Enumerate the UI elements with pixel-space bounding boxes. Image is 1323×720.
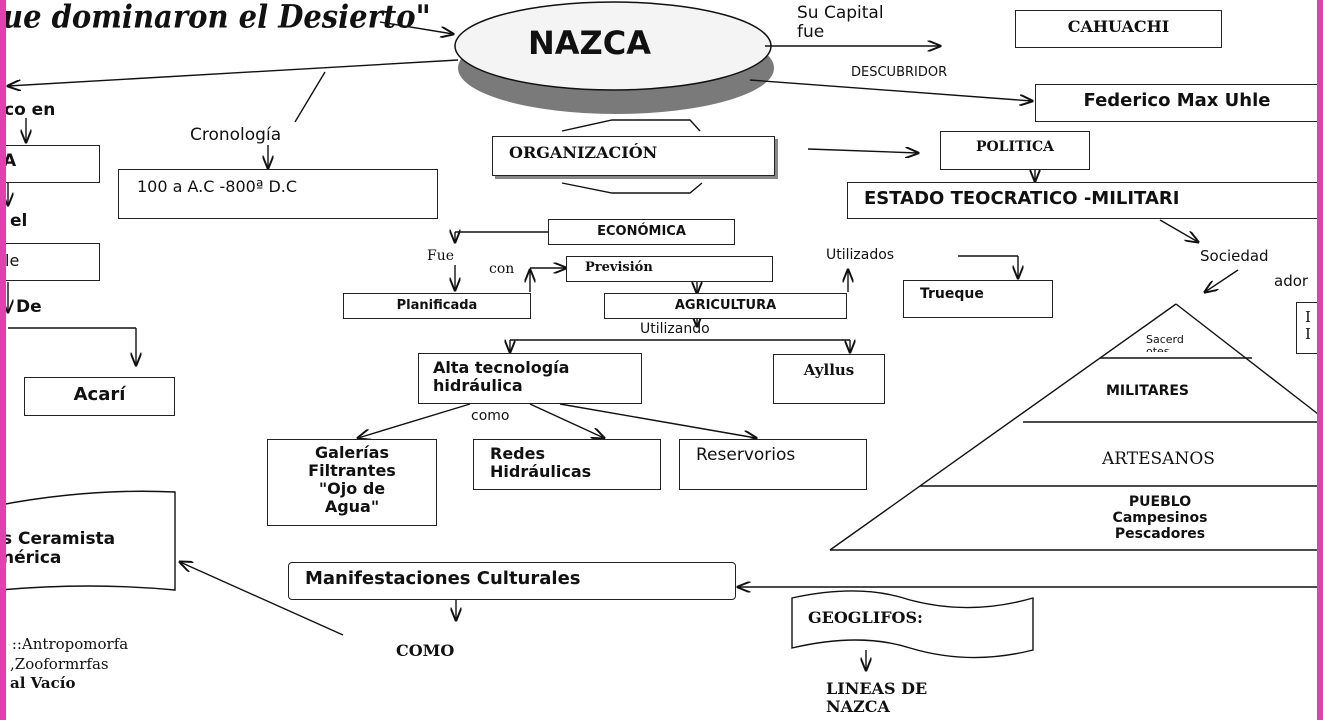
politica-box: POLITICA	[940, 131, 1090, 170]
trueque-box: Trueque	[903, 280, 1053, 318]
como-label: como	[471, 408, 510, 424]
estado-label: ESTADO TEOCRATICO -MILITARI	[864, 188, 1180, 209]
left-text-2: A	[3, 151, 17, 171]
discoverer-value: Federico Max Uhle	[1083, 90, 1271, 111]
adore-label: ador	[1274, 272, 1309, 290]
fue-label: Fue	[427, 248, 455, 264]
right-partial-box: I I	[1296, 302, 1323, 354]
chronology-box: 100 a A.C -800ª D.C	[118, 169, 438, 219]
left-text-1: co en	[4, 100, 56, 120]
sociedad-label: Sociedad	[1200, 247, 1269, 265]
tech-box: Alta tecnología hidráulica	[418, 353, 642, 404]
economica-label: ECONÓMICA	[597, 224, 686, 239]
capital-box: CAHUACHI	[1015, 10, 1222, 48]
utilizando-label: Utilizando	[640, 321, 710, 337]
reservorios-box: Reservorios	[679, 439, 867, 490]
capital-value: CAHUACHI	[1067, 17, 1170, 36]
culture-como: COMO	[396, 641, 455, 660]
map-title: ue dominaron el Desierto"	[2, 0, 431, 36]
geoglifos-label: GEOGLIFOS:	[808, 608, 923, 627]
lineas-label: LINEAS DE NAZCA	[826, 679, 928, 717]
chronology-label: Cronología	[190, 125, 282, 145]
pyramid-militares: MILITARES	[1106, 383, 1189, 399]
reservorios-label: Reservorios	[696, 445, 796, 465]
discoverer-label: DESCUBRIDOR	[851, 65, 948, 80]
style-1: : ::Antropomorfa	[2, 635, 129, 653]
chronology-value: 100 a A.C -800ª D.C	[137, 177, 298, 196]
style-3: al Vacío	[10, 674, 76, 692]
discoverer-box: Federico Max Uhle	[1035, 84, 1318, 122]
planificada-box: Planificada	[343, 293, 531, 319]
capital-label: Su Capital fue	[797, 3, 884, 43]
organization-label: ORGANIZACIÓN	[509, 143, 658, 162]
manifestaciones-label: Manifestaciones Culturales	[305, 568, 581, 589]
central-node: NAZCA	[528, 24, 651, 62]
agricultura-box: AGRICULTURA	[604, 293, 847, 319]
galerias-box: Galerías Filtrantes "Ojo de Agua"	[267, 439, 437, 526]
pyramid-pueblo: PUEBLO Campesinos Pescadores	[1112, 494, 1208, 543]
politica-label: POLITICA	[975, 139, 1055, 155]
economica-box: ECONÓMICA	[548, 219, 735, 245]
left-text-4: le	[5, 251, 20, 270]
prevision-box: Previsión	[566, 256, 773, 282]
tech-label: Alta tecnología hidráulica	[433, 358, 570, 396]
manifestaciones-box: Manifestaciones Culturales	[288, 562, 736, 600]
left-box-1: A	[0, 145, 100, 183]
trueque-label: Trueque	[920, 286, 984, 302]
galerias-label: Galerías Filtrantes "Ojo de Agua"	[308, 443, 396, 516]
organization-box: ORGANIZACIÓN	[492, 136, 775, 176]
pyramid-artesanos: ARTESANOS	[1102, 449, 1215, 469]
prevision-label: Previsión	[585, 260, 653, 275]
left-text-3: el	[10, 211, 28, 231]
redes-label: Redes Hidráulicas	[490, 444, 592, 481]
estado-box: ESTADO TEOCRATICO -MILITARI	[847, 182, 1318, 219]
acari-label: Acarí	[73, 384, 126, 405]
ceramics-label: s Ceramista nérica	[2, 529, 116, 568]
redes-box: Redes Hidráulicas	[473, 439, 661, 490]
ayllus-label: Ayllus	[803, 361, 855, 379]
acari-box: Acarí	[24, 377, 175, 416]
pyramid-sacerdotes: Sacerd otes	[1146, 334, 1184, 352]
right-partial-text: I I	[1305, 308, 1311, 343]
left-text-5: De	[16, 297, 42, 317]
con-label: con	[489, 261, 515, 277]
ayllus-box: Ayllus	[773, 354, 885, 404]
left-box-2: le	[0, 243, 100, 281]
utilizados-label: Utilizados	[826, 247, 895, 263]
style-2: ,Zooformrfas	[10, 655, 109, 673]
agricultura-label: AGRICULTURA	[674, 298, 777, 313]
planificada-label: Planificada	[396, 298, 478, 313]
